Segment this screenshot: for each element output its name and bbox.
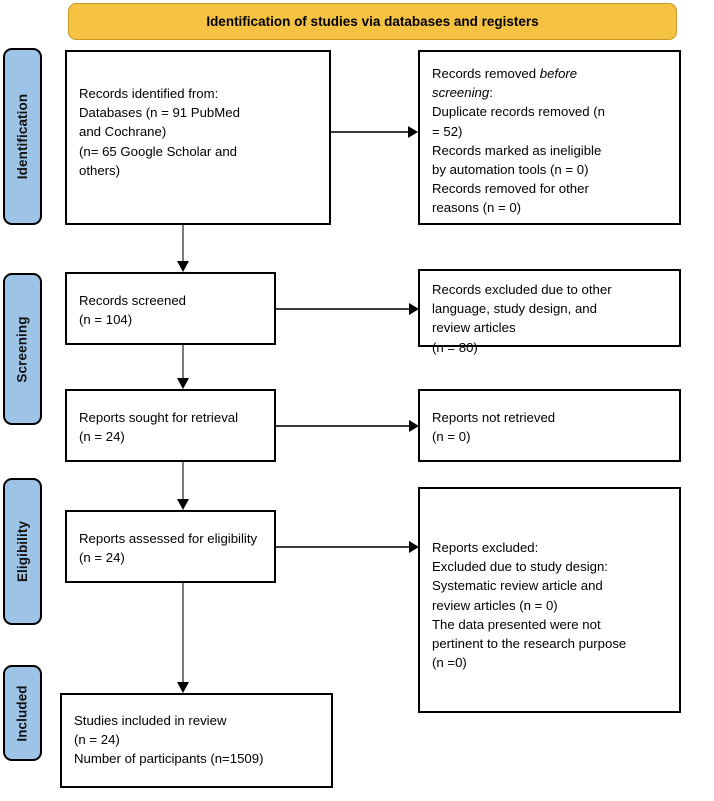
reports-excluded-line-4: review articles (n = 0) [432,597,558,613]
box-records-removed: Records removed before screening: Duplic… [418,50,681,225]
records-removed-line-4: = 52) [432,123,463,139]
box-reports-excluded: Reports excluded: Excluded due to study … [418,487,681,713]
box-studies-included: Studies included in review (n = 24) Numb… [60,693,333,788]
records-excluded-line-4: (n = 80) [432,339,478,355]
studies-included-line-3: Number of participants (n=1509) [74,751,264,767]
records-identified-line-2: Databases (n = 91 PubMed [79,105,240,121]
arrow-screened-to-sought [177,345,189,389]
records-removed-line-8: reasons (n = 0) [432,200,522,216]
reports-excluded-line-5: The data presented were not [432,616,601,632]
reports-assessed-line-1: Reports assessed for eligibility [79,531,258,546]
phase-label-screening: Screening [3,273,42,425]
records-identified-line-3: and Cochrane) [79,124,167,140]
reports-sought-line-2: (n = 24) [79,429,125,445]
records-excluded-line-1: Records excluded due to other [432,282,612,297]
records-screened-line-2: (n = 104) [79,312,133,328]
reports-not-retrieved-line-2: (n = 0) [432,429,471,445]
arrow-assessed-to-excluded [276,541,419,553]
records-removed-line-3: Duplicate records removed (n [432,104,605,120]
records-identified-line-4: (n= 65 Google Scholar and [79,143,237,159]
reports-not-retrieved-line-1: Reports not retrieved [432,410,556,425]
studies-included-line-1: Studies included in review [74,713,227,728]
box-reports-not-retrieved: Reports not retrieved (n = 0) [418,389,681,462]
records-excluded-line-2: language, study design, and [432,301,597,317]
box-reports-sought: Reports sought for retrieval (n = 24) [65,389,276,462]
box-records-identified: Records identified from: Databases (n = … [65,50,331,225]
arrow-sought-to-not-retrieved [276,420,419,432]
phase-label-included: Included [3,665,42,761]
reports-excluded-line-2: Excluded due to study design: [432,559,608,575]
records-identified-line-1: Records identified from: [79,86,219,101]
records-identified-line-5: others) [79,162,121,178]
box-reports-assessed: Reports assessed for eligibility (n = 24… [65,510,276,583]
phase-label-identification: Identification [3,48,42,225]
arrow-sought-to-assessed [177,462,189,510]
records-excluded-line-3: review articles [432,320,516,336]
diagram-title: Identification of studies via databases … [206,14,539,29]
records-removed-line-5: Records marked as ineligible [432,142,602,158]
reports-assessed-line-2: (n = 24) [79,550,125,566]
records-removed-line-7: Records removed for other [432,181,589,197]
records-removed-line-1: Records removed before [432,66,578,81]
reports-excluded-line-6: pertinent to the research purpose [432,636,627,652]
phase-label-identification-text: Identification [15,93,30,180]
arrow-identified-to-screened [177,225,189,272]
box-records-excluded: Records excluded due to other language, … [418,269,681,355]
phase-label-screening-text: Screening [15,315,30,383]
phase-label-eligibility-text: Eligibility [15,520,31,583]
arrow-screened-to-excluded [276,303,419,315]
studies-included-line-2: (n = 24) [74,732,120,748]
phase-label-included-text: Included [15,684,30,742]
arrow-identified-to-removed [331,126,418,138]
reports-excluded-line-3: Systematic review article and [432,578,603,594]
box-records-screened: Records screened (n = 104) [65,272,276,345]
reports-excluded-line-7: (n =0) [432,655,467,671]
phase-label-eligibility: Eligibility [3,478,42,625]
reports-excluded-line-1: Reports excluded: [432,540,539,555]
arrow-assessed-to-included [177,583,189,693]
diagram-header-banner: Identification of studies via databases … [68,3,677,40]
records-screened-line-1: Records screened [79,293,187,308]
reports-sought-line-1: Reports sought for retrieval [79,410,239,425]
records-removed-line-2: screening: [432,85,493,101]
records-removed-line-6: by automation tools (n = 0) [432,162,589,178]
